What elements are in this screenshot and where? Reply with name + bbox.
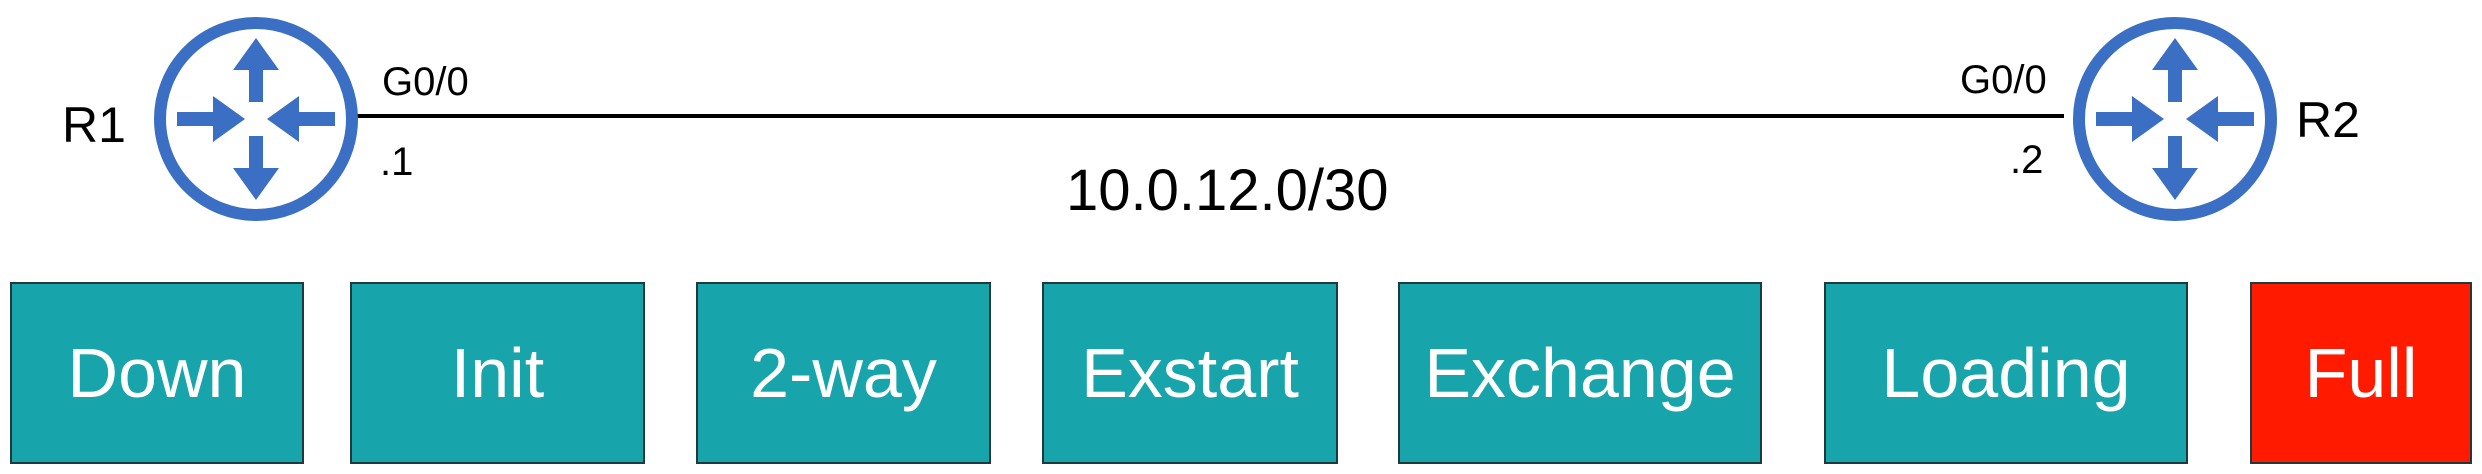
state-box-down: Down bbox=[10, 282, 304, 464]
router-icon[interactable] bbox=[153, 16, 359, 222]
state-box-full: Full bbox=[2250, 282, 2472, 464]
ip-octet-label-r2: .2 bbox=[2010, 138, 2044, 182]
state-label: Full bbox=[2304, 334, 2418, 412]
state-label: Loading bbox=[1881, 334, 2131, 412]
state-box-init: Init bbox=[350, 282, 645, 464]
router-label-r1: R1 bbox=[62, 97, 126, 153]
state-box-loading: Loading bbox=[1824, 282, 2188, 464]
subnet-label: 10.0.12.0/30 bbox=[1066, 158, 1389, 223]
state-label: Exstart bbox=[1081, 334, 1299, 412]
state-box-exchange: Exchange bbox=[1398, 282, 1762, 464]
interface-label-r2: G0/0 bbox=[1960, 58, 2047, 102]
state-label: Init bbox=[450, 334, 545, 412]
state-label: Exchange bbox=[1424, 334, 1736, 412]
router-icon[interactable] bbox=[2072, 16, 2278, 222]
state-box-2-way: 2-way bbox=[696, 282, 991, 464]
state-label: 2-way bbox=[750, 334, 937, 412]
ethernet-link bbox=[356, 114, 2064, 118]
state-box-exstart: Exstart bbox=[1042, 282, 1338, 464]
interface-label-r1: G0/0 bbox=[382, 60, 469, 104]
state-label: Down bbox=[67, 334, 247, 412]
ip-octet-label-r1: .1 bbox=[380, 140, 414, 184]
router-label-r2: R2 bbox=[2296, 92, 2360, 148]
